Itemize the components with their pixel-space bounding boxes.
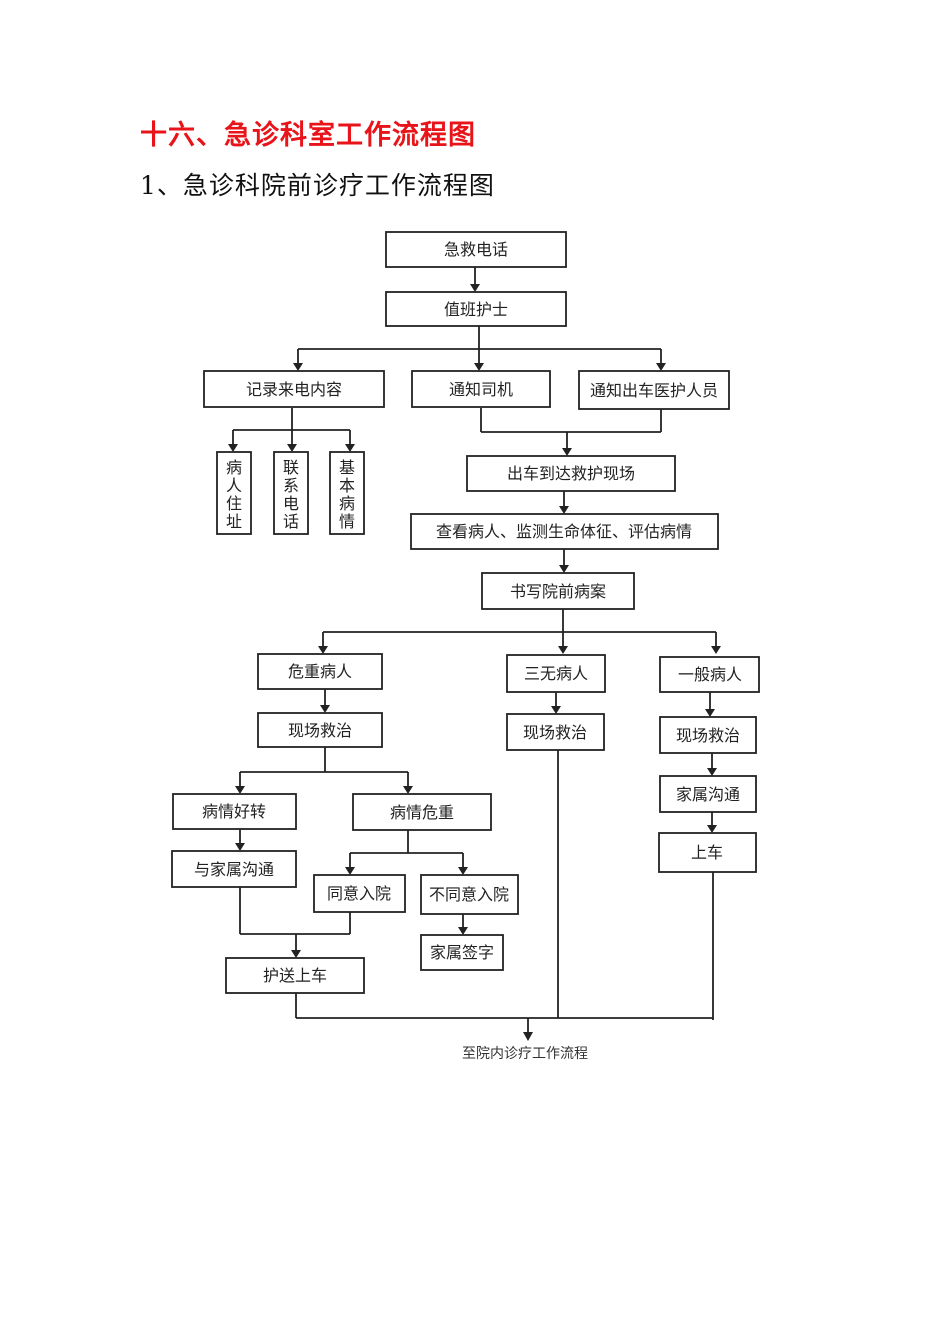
- node-rescue-critical-label: 现场救治: [288, 721, 352, 740]
- node-improve: 病情好转: [172, 793, 297, 830]
- node-contact-phone-char: 话: [283, 512, 299, 531]
- node-write-label: 书写院前病案: [510, 582, 606, 601]
- node-patient-address: 病 人 住 址: [216, 451, 252, 535]
- node-critical: 危重病人: [257, 653, 383, 690]
- node-exam-label: 查看病人、监测生命体征、评估病情: [436, 522, 692, 541]
- node-family-sign: 家属签字: [420, 934, 504, 971]
- node-board-label: 上车: [691, 843, 723, 862]
- node-disagree-label: 不同意入院: [429, 885, 509, 904]
- node-basic-condition-char: 基: [339, 458, 355, 477]
- node-patient-address-char: 人: [226, 476, 242, 495]
- node-rescue-general-label: 现场救治: [676, 726, 740, 745]
- node-family-comm-right-label: 家属沟通: [676, 785, 740, 804]
- page-heading: 十六、急诊科室工作流程图: [140, 120, 476, 151]
- node-notify-staff: 通知出车医护人员: [578, 370, 730, 410]
- node-rescue-critical: 现场救治: [257, 712, 383, 748]
- node-contact-phone-char: 电: [283, 494, 299, 513]
- node-notify-driver-label: 通知司机: [449, 380, 513, 399]
- node-basic-condition: 基 本 病 情: [329, 451, 365, 535]
- node-patient-address-char: 病: [226, 458, 242, 477]
- node-nurse: 值班护士: [385, 291, 567, 327]
- node-notify-staff-label: 通知出车医护人员: [590, 381, 718, 400]
- node-record: 记录来电内容: [203, 370, 385, 408]
- node-nurse-label: 值班护士: [444, 300, 508, 319]
- node-record-label: 记录来电内容: [246, 380, 342, 399]
- node-escort-label: 护送上车: [263, 966, 327, 985]
- node-basic-condition-char: 本: [339, 476, 355, 495]
- node-rescue-general: 现场救治: [659, 716, 757, 754]
- node-basic-condition-char: 病: [339, 494, 355, 513]
- node-escort: 护送上车: [225, 957, 365, 994]
- flow-footer: 至院内诊疗工作流程: [462, 1046, 588, 1062]
- node-exam: 查看病人、监测生命体征、评估病情: [410, 513, 719, 550]
- node-family-comm-right: 家属沟通: [659, 775, 757, 813]
- node-rescue-sanwu: 现场救治: [506, 713, 605, 751]
- node-patient-address-char: 址: [226, 512, 242, 531]
- node-disagree: 不同意入院: [420, 874, 519, 915]
- page-subheading: 1、急诊科院前诊疗工作流程图: [140, 171, 495, 200]
- node-write: 书写院前病案: [481, 572, 635, 610]
- node-call-label: 急救电话: [444, 240, 508, 259]
- node-contact-phone: 联 系 电 话: [273, 451, 309, 535]
- arrowheads: [228, 284, 721, 1041]
- node-arrive: 出车到达救护现场: [466, 455, 676, 492]
- node-agree: 同意入院: [313, 874, 406, 913]
- node-contact-phone-char: 联: [283, 458, 299, 477]
- node-rescue-sanwu-label: 现场救治: [523, 723, 587, 742]
- node-severe-label: 病情危重: [390, 803, 454, 822]
- node-sanwu-label: 三无病人: [524, 664, 588, 683]
- node-notify-driver: 通知司机: [411, 370, 551, 408]
- node-contact-phone-char: 系: [283, 476, 299, 495]
- node-severe: 病情危重: [352, 793, 492, 831]
- node-family-comm-left: 与家属沟通: [171, 850, 297, 888]
- node-call: 急救电话: [385, 231, 567, 268]
- connectors: [232, 267, 717, 1033]
- node-improve-label: 病情好转: [202, 802, 266, 821]
- node-arrive-label: 出车到达救护现场: [507, 464, 635, 483]
- node-sanwu: 三无病人: [506, 654, 606, 693]
- node-family-sign-label: 家属签字: [430, 943, 494, 962]
- node-critical-label: 危重病人: [288, 662, 352, 681]
- node-general-label: 一般病人: [678, 665, 742, 684]
- node-board: 上车: [658, 832, 757, 873]
- node-family-comm-left-label: 与家属沟通: [194, 860, 274, 879]
- node-agree-label: 同意入院: [327, 884, 391, 903]
- node-general: 一般病人: [659, 656, 760, 693]
- node-basic-condition-char: 情: [339, 512, 355, 531]
- node-patient-address-char: 住: [226, 494, 242, 513]
